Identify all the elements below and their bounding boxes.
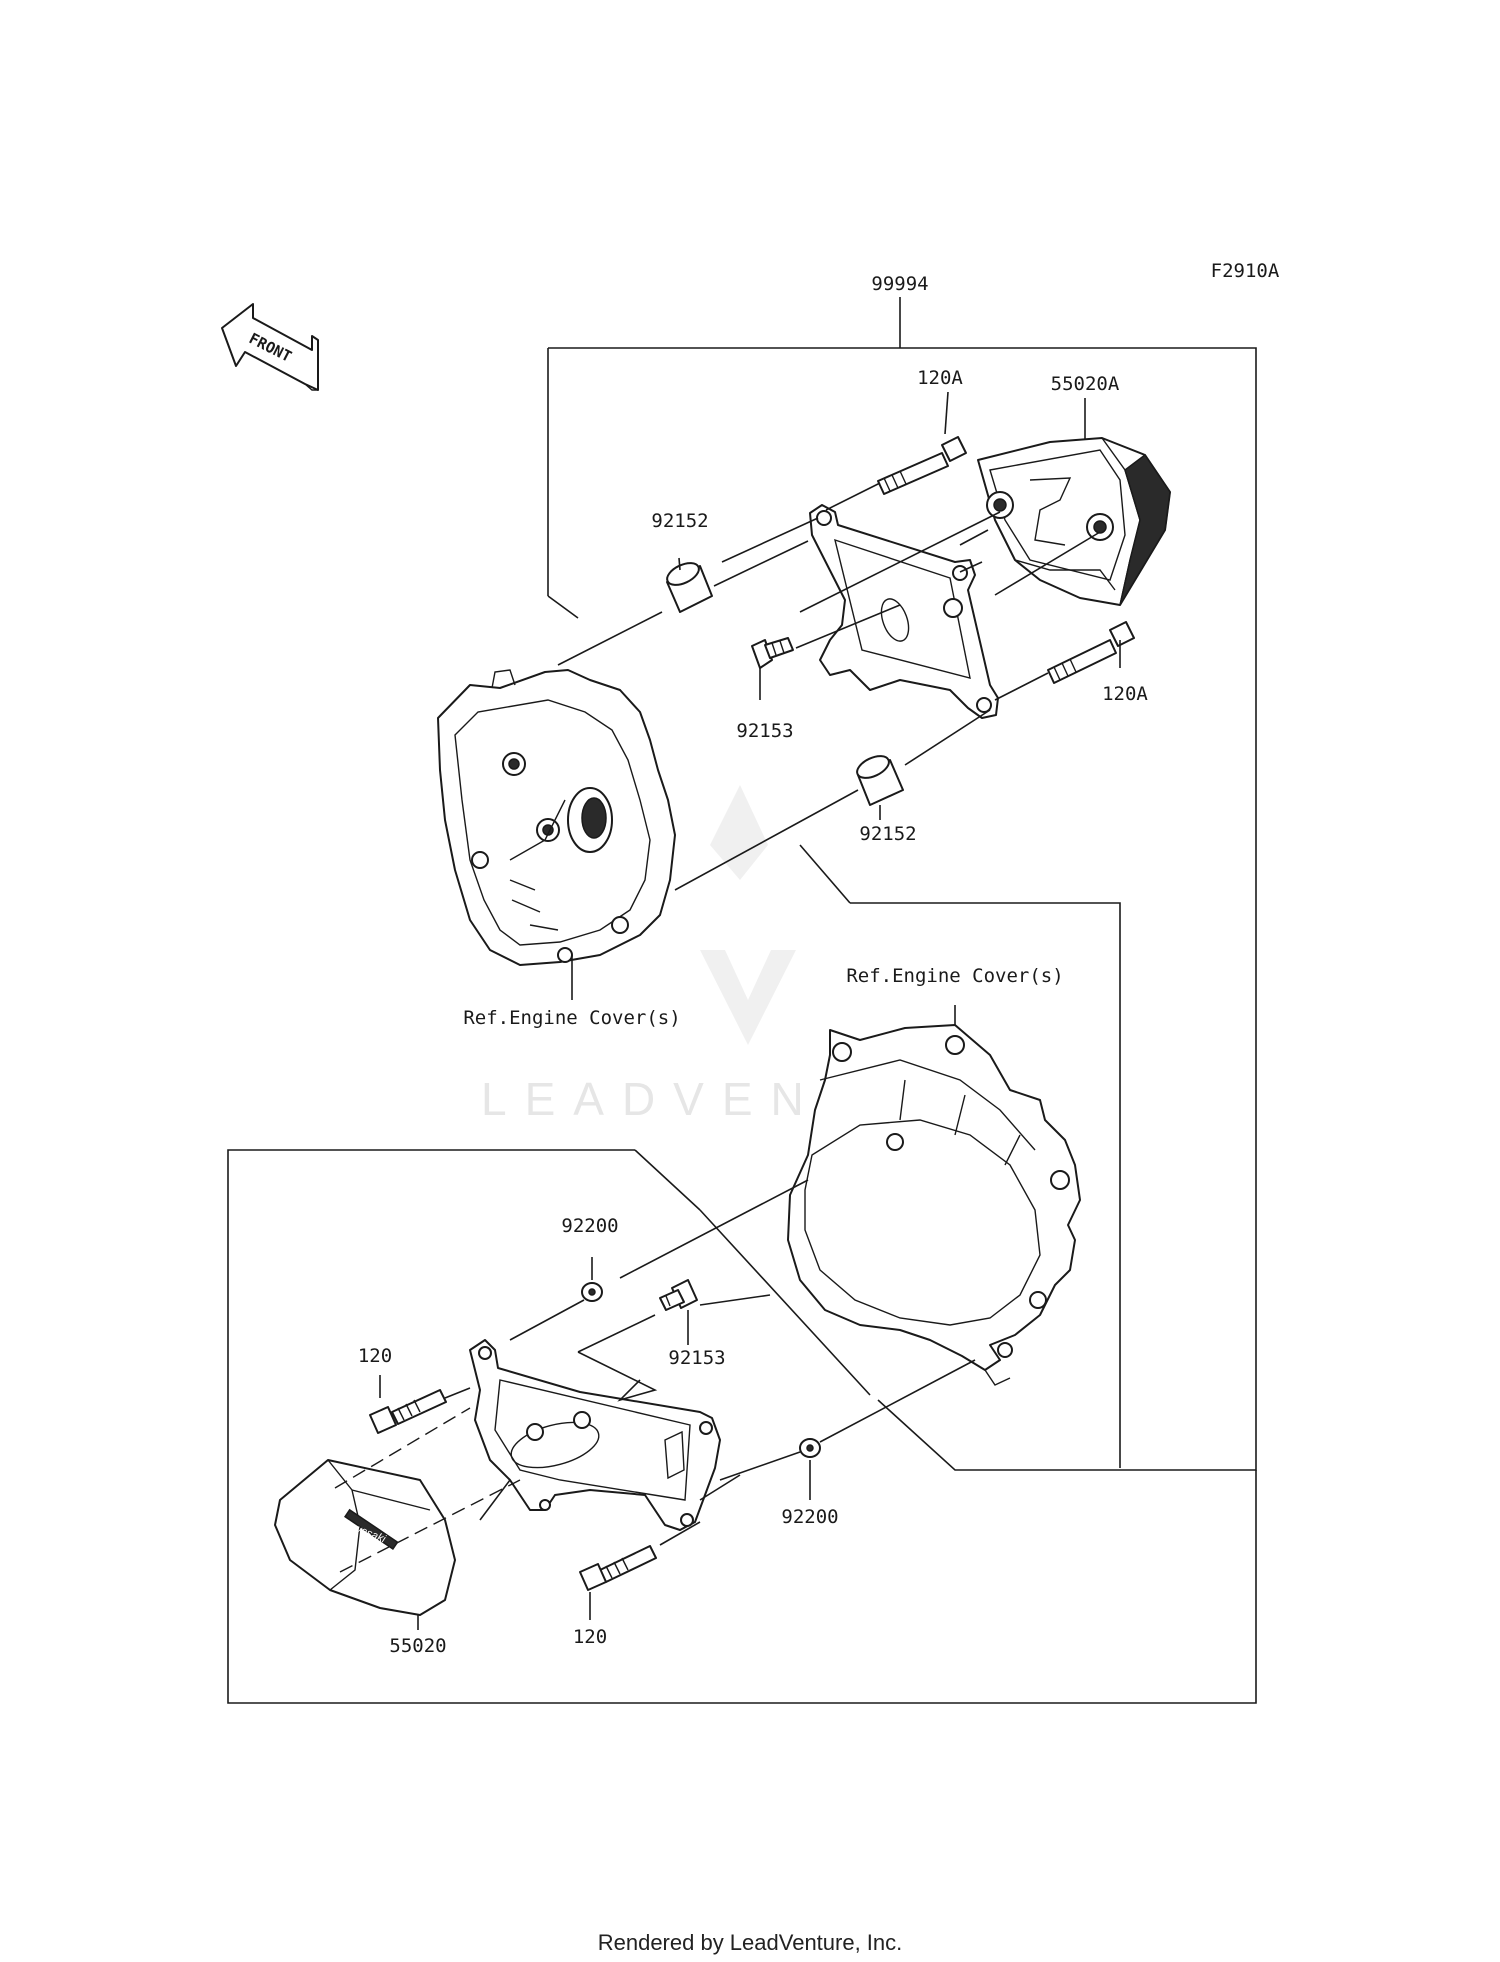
screw-92153-lower — [659, 1279, 698, 1311]
kit-bracket-lower — [227, 1149, 1257, 1704]
label-screw-92153-lower: 92153 — [668, 1347, 725, 1369]
bolt-120-lower-left — [369, 1389, 447, 1434]
figure-code: F2910A — [1211, 260, 1280, 282]
label-washer-92200-upper: 92200 — [561, 1215, 618, 1237]
right-engine-cover — [787, 1024, 1081, 1386]
bracket-lower — [469, 1339, 721, 1531]
left-engine-cover — [437, 669, 676, 966]
washer-92200-lower — [799, 1438, 821, 1458]
bracket-upper — [809, 504, 999, 719]
label-slider-55020: 55020 — [389, 1635, 446, 1657]
label-screw-92153-top: 92153 — [736, 720, 793, 742]
label-washer-92200-lower: 92200 — [781, 1506, 838, 1528]
label-collar-92152-top: 92152 — [651, 510, 708, 532]
bolt-120a-top — [877, 436, 967, 495]
washer-92200-upper — [581, 1282, 603, 1302]
label-bolt-120-bottom: 120 — [573, 1626, 607, 1648]
slider-lower: Kawasaki — [274, 1459, 456, 1616]
screw-92153-top — [751, 637, 794, 669]
label-bolt-120a-right: 120A — [1102, 683, 1148, 705]
front-arrow-icon: FRONT — [221, 303, 319, 391]
axis-lines-lower — [334, 1179, 976, 1630]
label-slider-55020a: 55020A — [1051, 373, 1120, 395]
bolt-120-bottom — [579, 1545, 657, 1591]
bolt-120a-right — [1047, 621, 1135, 684]
label-ref-engine-cover-right: Ref.Engine Cover(s) — [846, 965, 1063, 987]
part-labels: 99994 120A 55020A 92152 92153 120A 92152… — [358, 273, 1149, 1657]
collar-92152-mid — [856, 755, 904, 806]
label-bolt-120a-top: 120A — [917, 367, 963, 389]
footer-credit: Rendered by LeadVenture, Inc. — [597, 1930, 903, 1955]
label-bolt-120-lower-left: 120 — [358, 1345, 392, 1367]
label-ref-engine-cover-left: Ref.Engine Cover(s) — [463, 1007, 680, 1029]
collar-92152-top — [666, 562, 713, 613]
slider-upper — [977, 437, 1171, 606]
label-collar-92152-mid: 92152 — [859, 823, 916, 845]
axis-lines-upper — [557, 391, 1121, 1060]
label-kit-99994: 99994 — [871, 273, 928, 295]
